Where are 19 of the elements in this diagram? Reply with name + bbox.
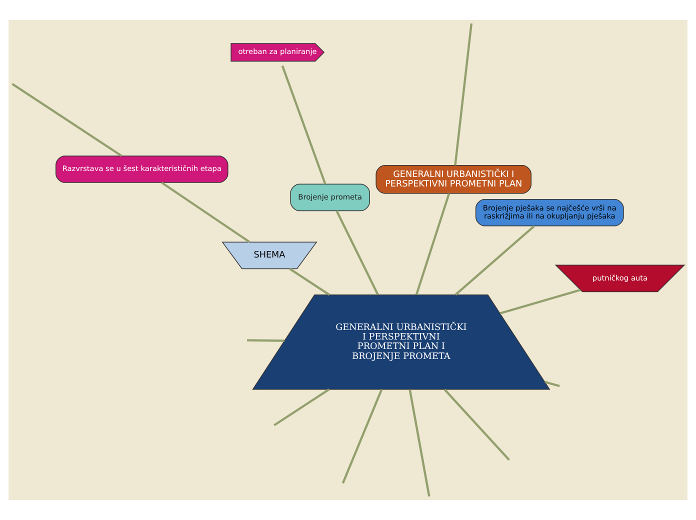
connector [500, 288, 581, 314]
node-box: Brojenje pješaka se najčešće vrši na raskrižjima ili na okupljanju pješaka [475, 198, 624, 226]
connector [247, 339, 284, 342]
connector [454, 23, 473, 166]
connector [342, 388, 383, 484]
connector [161, 182, 250, 243]
connector [454, 225, 535, 296]
node-box: GENERALNI URBANISTIČKI I PERSPEKTIVNI PROMETNI PLAN [376, 165, 532, 194]
connector [444, 388, 510, 461]
connector [289, 268, 330, 296]
connector [408, 389, 430, 497]
connector [281, 65, 326, 184]
connector [544, 380, 560, 388]
connector [415, 193, 450, 296]
connector [12, 83, 122, 157]
connector [274, 388, 330, 426]
node-box: Razvrstava se u šest karakterističnih etapa [56, 156, 228, 183]
connector [336, 210, 379, 296]
node-box: Brojenje prometa [290, 184, 370, 212]
